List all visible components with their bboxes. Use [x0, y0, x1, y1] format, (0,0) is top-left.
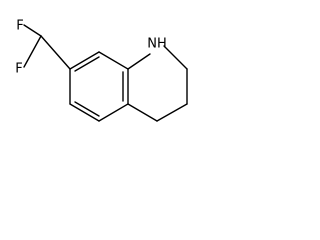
bond-cf2-c7 — [40, 35, 71, 70]
bond-c3-c4 — [156, 103, 188, 122]
bond-n1-c2 — [163, 45, 188, 70]
bond-f1-cf2 — [23, 24, 42, 37]
bond-c4a-c5 — [98, 103, 129, 122]
molecule-canvas: F F NH — [0, 0, 220, 134]
atom-label-f1: F — [16, 19, 23, 34]
bond-f2-cf2 — [23, 35, 42, 68]
double-bond-c5-c6 — [74, 101, 100, 117]
structure-diagram: F F NH — [15, 19, 188, 122]
bond-c8-c8a — [98, 51, 129, 70]
atom-label-nh: NH — [147, 37, 167, 52]
bond-c7-c8 — [69, 51, 100, 70]
double-bond-c7-c8 — [74, 56, 100, 72]
bond-c5-c6 — [69, 103, 100, 122]
bond-c4-c4a — [127, 103, 158, 122]
atom-label-f2: F — [15, 62, 22, 77]
bond-c8a-n1 — [127, 53, 151, 70]
